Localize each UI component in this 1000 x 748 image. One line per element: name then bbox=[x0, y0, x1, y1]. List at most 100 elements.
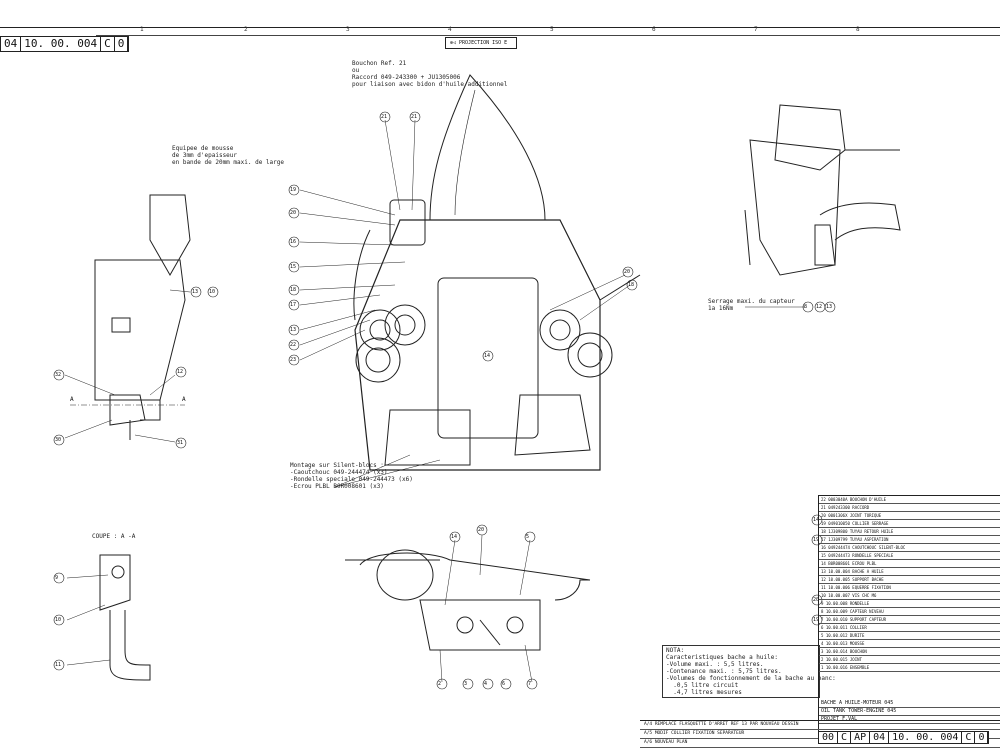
note-nota: NOTA: Caracteristiques bache a huile: -V… bbox=[662, 645, 836, 698]
doc-rev: 04 bbox=[1, 37, 22, 51]
bottom-id-number: 10. 00. 004 bbox=[889, 732, 963, 743]
balloon: 23 bbox=[290, 357, 297, 363]
note-serrage: Serrage maxi. du capteur 1a 16Nm bbox=[708, 298, 795, 312]
parts-row: 4 10.00.013 MOUSSE bbox=[819, 640, 1000, 648]
balloon: 19 bbox=[290, 187, 297, 193]
balloon: 20 bbox=[813, 597, 820, 603]
oil-tank-side-view bbox=[70, 194, 191, 440]
parts-row: 9 10.00.008 RONDELLE bbox=[819, 600, 1000, 608]
title-line-2: OIL TANK TOWER-ENGINE 045 bbox=[819, 708, 1000, 716]
balloon: 19 bbox=[813, 537, 820, 543]
section-mark-right: A bbox=[182, 396, 186, 403]
parts-row: 3 10.00.014 BOUCHON bbox=[819, 648, 1000, 656]
balloon: 30 bbox=[55, 437, 62, 443]
balloon: 21 bbox=[381, 114, 388, 120]
balloon: 19 bbox=[813, 617, 820, 623]
balloon: 14 bbox=[813, 517, 820, 523]
balloon: 14 bbox=[484, 353, 491, 359]
parts-row: 12 10.00.005 SUPPORT BACHE bbox=[819, 576, 1000, 584]
balloon: 2 bbox=[438, 681, 442, 687]
balloon: 8 bbox=[804, 304, 808, 310]
doc-zero: 0 bbox=[115, 37, 129, 51]
balloon-circles bbox=[53, 111, 836, 690]
parts-row: 13 10.00.004 BACHE A HUILE bbox=[819, 568, 1000, 576]
balloon: 18 bbox=[628, 282, 635, 288]
projection-symbol: ⊕◁ PROJECTION ISO E bbox=[445, 37, 517, 49]
leader-lines bbox=[64, 119, 805, 683]
parts-row: 21 049243300 RACCORD bbox=[819, 504, 1000, 512]
balloon: 5 bbox=[526, 534, 530, 540]
balloon: 31 bbox=[177, 440, 184, 446]
bottom-id-c: AP bbox=[851, 732, 871, 743]
bottom-id-f: 0 bbox=[975, 732, 989, 743]
section-a-a bbox=[99, 554, 151, 681]
balloon: 9 bbox=[55, 575, 59, 581]
balloon: 20 bbox=[290, 210, 297, 216]
section-mark-left: A bbox=[70, 396, 74, 403]
parts-row: 1 10.00.016 ENSEMBLE bbox=[819, 664, 1000, 672]
parts-row: 6 10.00.011 COLLIER bbox=[819, 624, 1000, 632]
parts-row: 5 10.00.012 DURITE bbox=[819, 632, 1000, 640]
note-bouchon: Bouchon Ref. 21 ou Raccord 049-243300 + … bbox=[352, 60, 508, 88]
parts-row: 8 10.00.009 CAPTEUR NIVEAU bbox=[819, 608, 1000, 616]
projection-label: PROJECTION ISO E bbox=[459, 40, 508, 46]
doc-c: C bbox=[101, 37, 115, 51]
top-border bbox=[0, 27, 1000, 28]
parts-row: 10 10.00.007 VIS CHC M6 bbox=[819, 592, 1000, 600]
balloon: 12 bbox=[816, 304, 823, 310]
parts-row: 15 049244473 RONDELLE SPECIALE bbox=[819, 552, 1000, 560]
balloon: 17 bbox=[290, 302, 297, 308]
engine-front-view bbox=[353, 74, 641, 471]
parts-row: 17 1J309799 TUYAU ASPIRATION bbox=[819, 536, 1000, 544]
bottom-id-e: C bbox=[962, 732, 976, 743]
parts-row: 7 10.00.010 SUPPORT CAPTEUR bbox=[819, 616, 1000, 624]
balloon: 18 bbox=[290, 287, 297, 293]
balloon: 10 bbox=[55, 617, 62, 623]
balloon: 13 bbox=[192, 289, 199, 295]
project-name: PROJET F.VAL bbox=[819, 716, 1000, 724]
balloon: 12 bbox=[177, 369, 184, 375]
balloon: 7 bbox=[528, 681, 532, 687]
projection-icon: ⊕◁ bbox=[450, 40, 457, 46]
balloon: 13 bbox=[290, 327, 297, 333]
parts-row: 11 10.00.006 EQUERRE FIXATION bbox=[819, 584, 1000, 592]
balloon: 20 bbox=[478, 527, 485, 533]
document-id-top: 04 10. 00. 004 C 0 bbox=[0, 36, 130, 52]
parts-row: 18 1J309800 TUYAU RETOUR HUILE bbox=[819, 528, 1000, 536]
parts-row: 2 10.00.015 JOINT bbox=[819, 656, 1000, 664]
bottom-id-d: 04 bbox=[870, 732, 890, 743]
parts-row: 14 B0R008601 ECROU PLBL bbox=[819, 560, 1000, 568]
balloon: 14 bbox=[451, 534, 458, 540]
balloon: 21 bbox=[411, 114, 418, 120]
balloon: 15 bbox=[290, 264, 297, 270]
parts-row: 19 049010050 COLLIER SERRAGE bbox=[819, 520, 1000, 528]
parts-row: 22 0003040A BOUCHON D'HUILE bbox=[819, 496, 1000, 504]
oil-tank-iso-view bbox=[744, 104, 901, 276]
parts-row: 16 049244474 CAOUTCHOUC SILENT-BLOC bbox=[819, 544, 1000, 552]
document-id-bottom: 00 C AP 04 10. 00. 004 C 0 bbox=[818, 731, 990, 744]
balloon: 20 bbox=[624, 269, 631, 275]
balloon: 10 bbox=[209, 289, 216, 295]
section-title: COUPE : A -A bbox=[92, 533, 136, 540]
bottom-id-a: 00 bbox=[819, 732, 839, 743]
doc-number: 10. 00. 004 bbox=[21, 37, 102, 51]
balloon: 4 bbox=[484, 681, 488, 687]
balloon: 3 bbox=[464, 681, 468, 687]
balloon: 6 bbox=[502, 681, 506, 687]
title-line-1: BACHE A HUILE-MOTEUR 045 bbox=[819, 700, 1000, 708]
revision-row: A/4 REMPLACE FLASQUETTE D'ARRET REF 13 P… bbox=[640, 721, 1000, 730]
note-montage: Montage sur Silent-blocs : -Caoutchouc 0… bbox=[290, 462, 413, 490]
balloon: 32 bbox=[55, 372, 62, 378]
title-block: 22 0003040A BOUCHON D'HUILE 21 049243300… bbox=[818, 495, 1000, 744]
bottom-view bbox=[345, 549, 591, 651]
bottom-id-b: C bbox=[838, 732, 852, 743]
parts-row: 20 0001306X JOINT TORIQUE bbox=[819, 512, 1000, 520]
balloon: 16 bbox=[290, 239, 297, 245]
balloon: 22 bbox=[290, 342, 297, 348]
note-equipee: Equipee de mousse de 3mm d'epaisseur en … bbox=[172, 145, 284, 166]
balloon: 13 bbox=[826, 304, 833, 310]
balloon: 11 bbox=[55, 662, 62, 668]
